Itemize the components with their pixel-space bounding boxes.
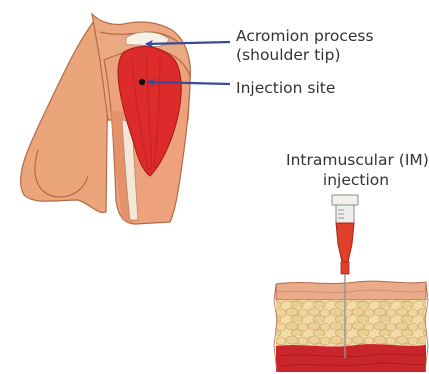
muscle-layer xyxy=(276,344,426,372)
injection-site-label: Injection site xyxy=(236,79,335,98)
fat-layer xyxy=(276,300,426,346)
acromion-label-line2: (shoulder tip) xyxy=(236,46,374,65)
needle-hub xyxy=(336,223,354,262)
shoulder-illustration xyxy=(21,14,191,224)
im-caption-line1: Intramuscular (IM) xyxy=(286,150,426,170)
tissue-cross-section xyxy=(274,281,428,372)
acromion-label: Acromion process (shoulder tip) xyxy=(236,27,374,65)
im-injection-caption: Intramuscular (IM) injection xyxy=(286,150,426,190)
torso xyxy=(21,18,108,213)
acromion-label-line1: Acromion process xyxy=(236,27,374,46)
syringe-plunger xyxy=(332,195,358,205)
skin-layer xyxy=(276,281,426,300)
im-caption-line2: injection xyxy=(286,170,426,190)
injection-site-dot xyxy=(139,79,145,85)
